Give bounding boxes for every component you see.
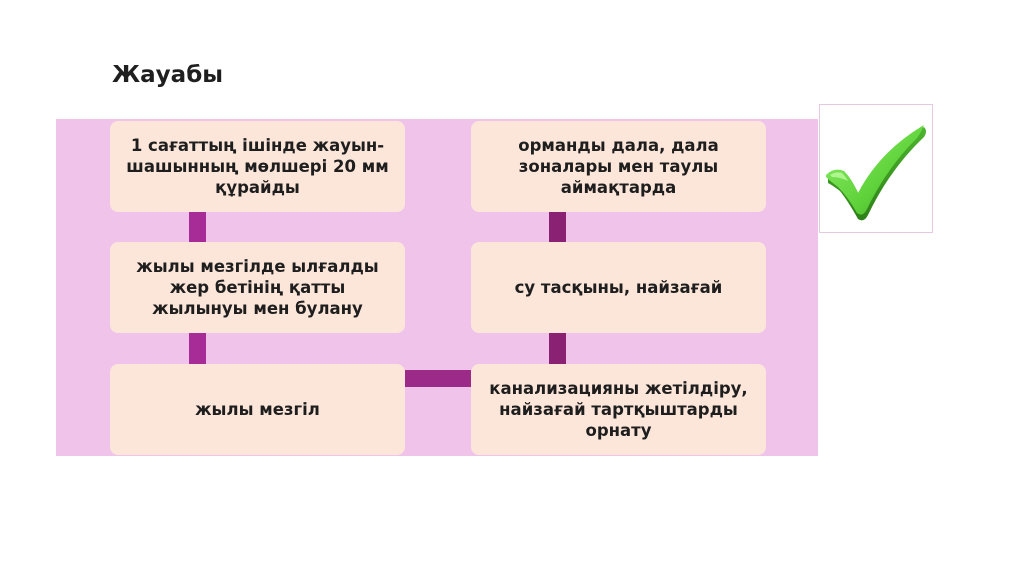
left-box-1-text: 1 сағаттың ішінде жауын-шашынның мөлшері… [126,136,389,197]
right-box-3: канализацияны жетілдіру, найзағай тартқы… [471,364,766,455]
left-box-2: жылы мезгілде ылғалды жер бетінің қатты … [110,242,405,333]
left-box-3-text: жылы мезгіл [195,400,320,419]
connector-left-2 [189,333,206,364]
right-box-2-text: су тасқыны, найзағай [514,278,723,297]
checkmark-image [819,104,933,233]
connector-right-1 [549,212,566,242]
right-box-2: су тасқыны, найзағай [471,242,766,333]
slide-title: Жауабы [112,62,224,88]
checkmark-icon [826,125,926,221]
right-box-1: орманды дала, дала зоналары мен таулы ай… [471,121,766,212]
connector-left-1 [189,212,206,242]
left-box-1: 1 сағаттың ішінде жауын-шашынның мөлшері… [110,121,405,212]
connector-right-2 [549,333,566,364]
connector-horizontal [405,370,471,387]
left-box-2-text: жылы мезгілде ылғалды жер бетінің қатты … [136,257,379,318]
right-box-3-text: канализацияны жетілдіру, найзағай тартқы… [489,379,748,440]
right-box-1-text: орманды дала, дала зоналары мен таулы ай… [518,136,719,197]
left-box-3: жылы мезгіл [110,364,405,455]
